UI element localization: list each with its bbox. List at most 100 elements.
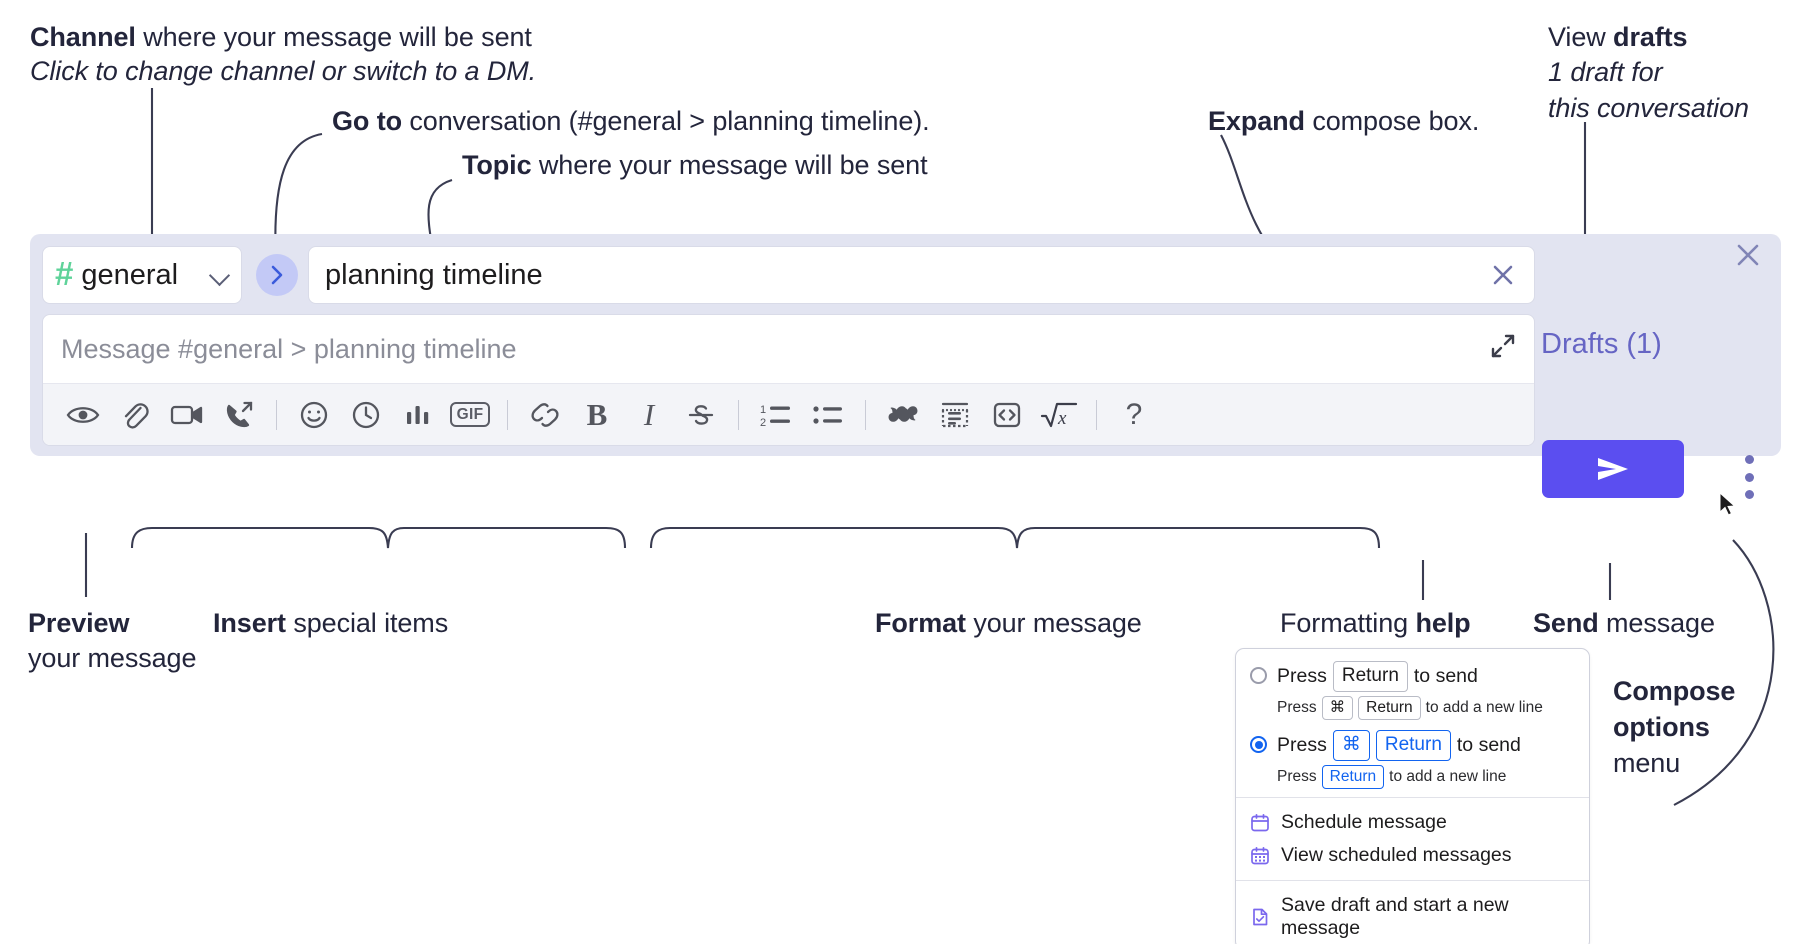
compose-panel: # general planning timeline (30, 234, 1781, 456)
annotation-compose-options-line3: menu (1613, 748, 1681, 778)
annotation-preview-bold: Preview (28, 608, 130, 638)
menu-option-2-subtext: Press Return to add a new line (1277, 764, 1589, 790)
key-return: Return (1358, 695, 1421, 721)
menu-item-save-draft[interactable]: Save draft and start a new message (1236, 889, 1589, 944)
key-command: ⌘ (1321, 695, 1354, 721)
link-icon[interactable] (519, 393, 571, 437)
code-block-icon[interactable] (929, 393, 981, 437)
annotation-compose-options-l1: Compose (1613, 676, 1735, 708)
svg-text:2: 2 (760, 417, 766, 429)
poll-bars-icon[interactable] (392, 393, 444, 437)
annotation-channel-italic: Click to change channel or switch to a D… (30, 56, 537, 86)
annotation-expand: Expand compose box. (1208, 106, 1479, 138)
annotation-topic-bold: Topic (462, 150, 532, 180)
toolbar-divider (1096, 399, 1097, 430)
menu-option-1-press: Press (1277, 664, 1327, 687)
annotation-goto-rest: conversation (#general > planning timeli… (401, 106, 930, 136)
topic-input[interactable]: planning timeline (325, 258, 543, 291)
kebab-dot (1744, 455, 1754, 464)
formatting-toolbar: GIF B I (43, 383, 1534, 445)
annotation-drafts-italic1: 1 draft for (1548, 57, 1663, 87)
annotation-format: Format your message (875, 608, 1142, 640)
menu-option-1-text: Press Return to send (1277, 661, 1478, 692)
calendar-clock-icon (1251, 813, 1269, 832)
compose-options-menu: Press Return to send Press ⌘ Return to a… (1235, 648, 1590, 944)
blockquote-icon[interactable] (877, 393, 929, 437)
preview-eye-icon[interactable] (57, 393, 109, 437)
toolbar-divider (507, 399, 508, 430)
annotation-channel-rest: where your message will be sent (135, 22, 532, 52)
menu-option-2-sub-press: Press (1277, 768, 1317, 786)
message-input-area[interactable]: Message #general > planning timeline (42, 314, 1535, 446)
annotation-channel: Channel where your message will be sent (30, 22, 532, 54)
drafts-link[interactable]: Drafts (1) (1541, 328, 1662, 360)
compose-inner: # general planning timeline (42, 244, 1535, 446)
svg-text:1: 1 (760, 404, 766, 416)
italic-icon[interactable]: I (623, 393, 675, 437)
menu-option-cmd-return-to-send[interactable]: Press ⌘ Return to send (1236, 728, 1589, 761)
compose-header-row: # general planning timeline (42, 244, 1535, 306)
annotation-drafts-line2: 1 draft for (1548, 57, 1663, 89)
video-camera-icon[interactable] (161, 393, 213, 437)
close-icon (1737, 244, 1759, 266)
key-command: ⌘ (1332, 730, 1370, 761)
close-panel-button[interactable] (1731, 238, 1765, 272)
annotation-send: Send message (1533, 608, 1715, 640)
gif-icon[interactable]: GIF (444, 393, 496, 437)
italic-glyph: I (643, 396, 655, 432)
menu-option-2-text: Press ⌘ Return to send (1277, 730, 1521, 761)
svg-text:x: x (1057, 408, 1067, 429)
bold-icon[interactable]: B (571, 393, 623, 437)
math-formula-icon[interactable]: x (1033, 393, 1085, 437)
annotation-compose-options-l2: options (1613, 712, 1710, 744)
menu-item-schedule-message[interactable]: Schedule message (1236, 806, 1589, 839)
menu-option-1-subtext: Press ⌘ Return to add a new line (1277, 695, 1589, 721)
annotation-compose-options-l3: menu (1613, 748, 1680, 780)
annotation-drafts-bold: drafts (1613, 22, 1688, 52)
annotation-insert: Insert special items (213, 608, 448, 640)
menu-option-1-sub-press: Press (1277, 698, 1317, 716)
channel-selector[interactable]: # general (42, 246, 242, 304)
menu-option-2-tail: to send (1456, 734, 1521, 756)
radio-return-to-send[interactable] (1250, 667, 1267, 684)
send-message-button[interactable] (1542, 440, 1684, 498)
annotation-goto-bold: Go to (332, 106, 402, 136)
compose-options-button[interactable] (1738, 455, 1760, 499)
annotation-help-bold: help (1415, 608, 1471, 638)
kebab-dot (1744, 490, 1754, 499)
annotation-help-rest: Formatting (1280, 608, 1416, 638)
code-snippet-icon[interactable] (981, 393, 1033, 437)
annotation-drafts-line3: this conversation (1548, 93, 1749, 125)
clear-topic-button[interactable] (1486, 258, 1520, 292)
annotation-channel-bold: Channel (30, 22, 136, 52)
mouse-cursor (1719, 492, 1736, 516)
menu-option-1-sub-tail: to add a new line (1425, 698, 1543, 716)
topic-input-wrapper[interactable]: planning timeline (308, 246, 1535, 304)
radio-cmd-return-to-send[interactable] (1250, 736, 1267, 754)
key-return: Return (1375, 730, 1451, 761)
formatting-help-icon[interactable]: ? (1108, 393, 1160, 437)
annotation-insert-bold: Insert (213, 608, 286, 638)
annotation-send-rest: message (1598, 608, 1715, 638)
annotation-channel-line1: Channel where your message will be sent (30, 22, 532, 52)
menu-divider (1236, 880, 1589, 882)
message-placeholder: Message #general > planning timeline (61, 334, 517, 364)
chevron-down-icon (211, 266, 229, 284)
channel-name-label: general (81, 258, 179, 291)
go-to-conversation-button[interactable] (256, 254, 298, 296)
menu-option-return-to-send[interactable]: Press Return to send (1236, 659, 1589, 692)
annotation-insert-rest: special items (285, 608, 449, 638)
annotation-send-bold: Send (1533, 608, 1599, 638)
call-forward-icon[interactable] (213, 393, 265, 437)
attachment-paperclip-icon[interactable] (109, 393, 161, 437)
strikethrough-icon[interactable] (675, 393, 727, 437)
annotation-channel-line2: Click to change channel or switch to a D… (30, 56, 536, 88)
expand-compose-button[interactable] (1488, 331, 1520, 363)
menu-item-view-scheduled[interactable]: View scheduled messages (1236, 839, 1589, 872)
gif-label: GIF (449, 401, 491, 428)
bulleted-list-icon[interactable] (802, 393, 854, 437)
annotation-goto: Go to conversation (#general > planning … (332, 106, 930, 138)
schedule-clock-icon[interactable] (340, 393, 392, 437)
emoji-smiley-icon[interactable] (288, 393, 340, 437)
